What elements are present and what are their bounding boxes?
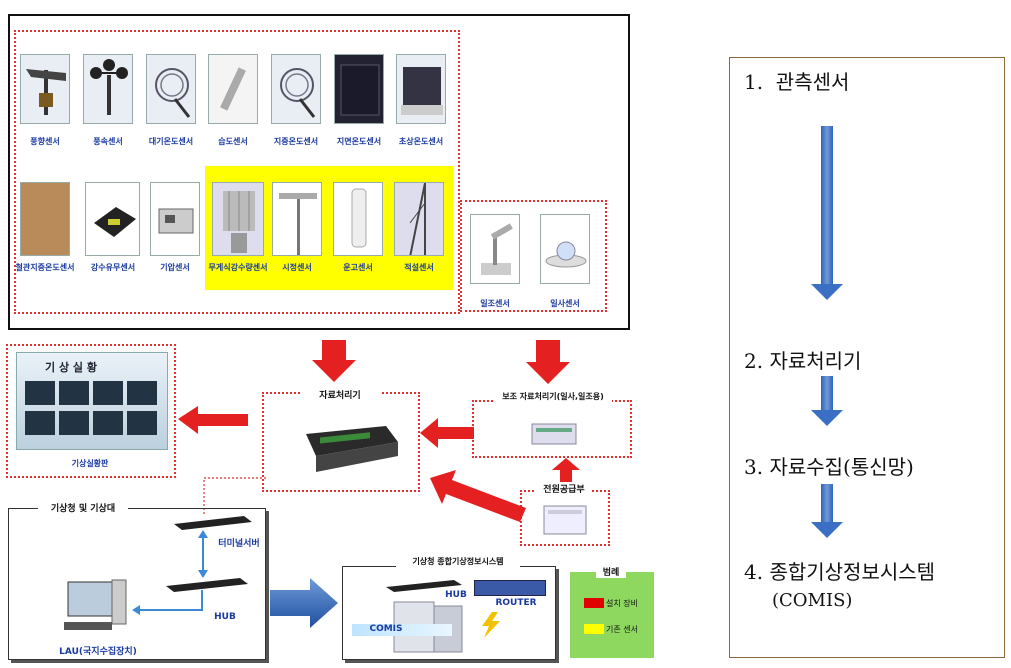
processor-device-image <box>296 422 400 478</box>
arrow-aux-to-processor <box>420 418 474 448</box>
legend-swatch-existing <box>584 624 604 634</box>
arrow-to-weather-panel <box>178 406 248 434</box>
processor-label: 자료처리기 <box>300 388 380 401</box>
arrow-up-power <box>552 458 580 484</box>
arrow-step3-step4-shaft <box>821 484 833 522</box>
arrow-down-processor <box>312 340 356 382</box>
power-device-image <box>540 502 590 538</box>
comis-label-band <box>352 624 452 636</box>
weather-panel-title: 기 상 실 황 <box>45 361 97 374</box>
step-4-comis: (COMIS) <box>772 590 853 611</box>
kma-box <box>8 508 266 660</box>
precipitation-detector-image <box>85 182 140 256</box>
soil-temperature-sensor-image <box>271 54 321 124</box>
hub-image <box>164 576 250 594</box>
sensor-label: 지면온도센서 <box>336 137 382 146</box>
sensor-label: 무게식강수량센서 <box>208 263 268 272</box>
comis-hub-image <box>384 578 464 594</box>
connector-processor-kma <box>203 477 266 514</box>
lau-label: LAU(국지수집장치) <box>59 647 137 657</box>
router-image <box>474 580 546 596</box>
sensor-label: 지중온도센서 <box>273 137 319 146</box>
arrow-step2-step3-shaft <box>821 376 833 410</box>
aux-processor-label: 보조 자료처리기(일사,일조용) <box>494 391 612 402</box>
legend-existing-label: 기존 센서 <box>606 625 638 634</box>
arrow-down-aux <box>526 340 570 384</box>
comis-title: 기상청 종합기상정보시스템 <box>396 556 520 567</box>
terminal-server-image <box>172 514 254 532</box>
sensor-label: 일사센서 <box>550 299 580 308</box>
weather-panel-display: 기 상 실 황 <box>16 352 168 450</box>
step-2: 2. 자료처리기 <box>744 349 862 373</box>
air-temperature-sensor-image <box>146 54 196 124</box>
wind-speed-sensor-image <box>83 54 133 124</box>
legend-swatch-installed <box>584 598 604 608</box>
legend-installed-label: 설치 장비 <box>606 599 638 608</box>
lightning-icon <box>482 612 500 638</box>
step-3: 3. 자료수집(통신망) <box>744 455 914 479</box>
visibility-sensor-image <box>272 182 322 256</box>
step-1: 1. 관측센서 <box>744 70 850 94</box>
sensor-label: 풍속센서 <box>93 137 123 146</box>
terminal-server-label: 터미널서버 <box>218 539 260 549</box>
sunshine-sensor-image <box>470 214 520 284</box>
kma-title: 기상청 및 기상대 <box>38 501 128 514</box>
router-label: ROUTER <box>495 598 537 608</box>
connector-hub-lau <box>132 590 203 615</box>
grass-temperature-sensor-image <box>396 54 446 124</box>
legend-title: 범례 <box>596 565 626 578</box>
ground-surface-sensor-image <box>334 54 384 124</box>
arrow-kma-to-comis <box>270 578 338 628</box>
comis-label: COMIS <box>369 624 403 634</box>
wind-direction-sensor-image <box>20 54 70 124</box>
pipe-soil-temperature-sensor-image <box>20 182 70 256</box>
pressure-sensor-image <box>150 182 200 256</box>
sensor-label: 적설센서 <box>404 263 434 272</box>
sensor-label: 대기온도센서 <box>148 137 194 146</box>
arrow-power-to-processor <box>430 470 526 522</box>
aux-processor-device-image <box>530 420 578 448</box>
sensor-label: 강수유무센서 <box>90 263 136 272</box>
sensor-label: 풍향센서 <box>30 137 60 146</box>
legend-box <box>570 572 654 658</box>
comis-hub-label: HUB <box>445 590 467 600</box>
sensor-label: 철관지중온도센서 <box>15 263 75 272</box>
sensor-label: 일조센서 <box>480 299 510 308</box>
sensor-label: 시정센서 <box>282 263 312 272</box>
humidity-sensor-image <box>208 54 258 124</box>
sensor-group-sun <box>460 200 607 312</box>
arrow-step3-step4-head <box>811 522 843 538</box>
sensor-label: 습도센서 <box>218 137 248 146</box>
sensor-frame <box>8 14 630 330</box>
sensor-label: 기압센서 <box>160 263 190 272</box>
sensor-group-main <box>14 30 460 314</box>
lau-computer-image <box>62 578 134 640</box>
arrow-step2-step3-head <box>811 410 843 426</box>
hub-label: HUB <box>214 612 236 622</box>
sensor-label: 운고센서 <box>343 263 373 272</box>
steps-box <box>729 57 1005 658</box>
weather-panel-frame <box>6 344 176 478</box>
connector-terminal-hub <box>198 530 208 578</box>
snow-depth-sensor-image <box>394 182 444 256</box>
power-label: 전원공급부 <box>536 482 592 495</box>
solar-radiation-sensor-image <box>540 214 590 284</box>
weather-panel-caption: 기상실황판 <box>71 459 109 468</box>
ceilometer-image <box>333 182 383 256</box>
arrow-step1-step2-shaft <box>821 126 833 284</box>
arrow-step1-step2-head <box>811 284 843 300</box>
sensor-label: 초상온도센서 <box>398 137 444 146</box>
weighing-rain-gauge-image <box>212 182 264 256</box>
step-4: 4. 종합기상정보시스템 <box>744 560 936 584</box>
